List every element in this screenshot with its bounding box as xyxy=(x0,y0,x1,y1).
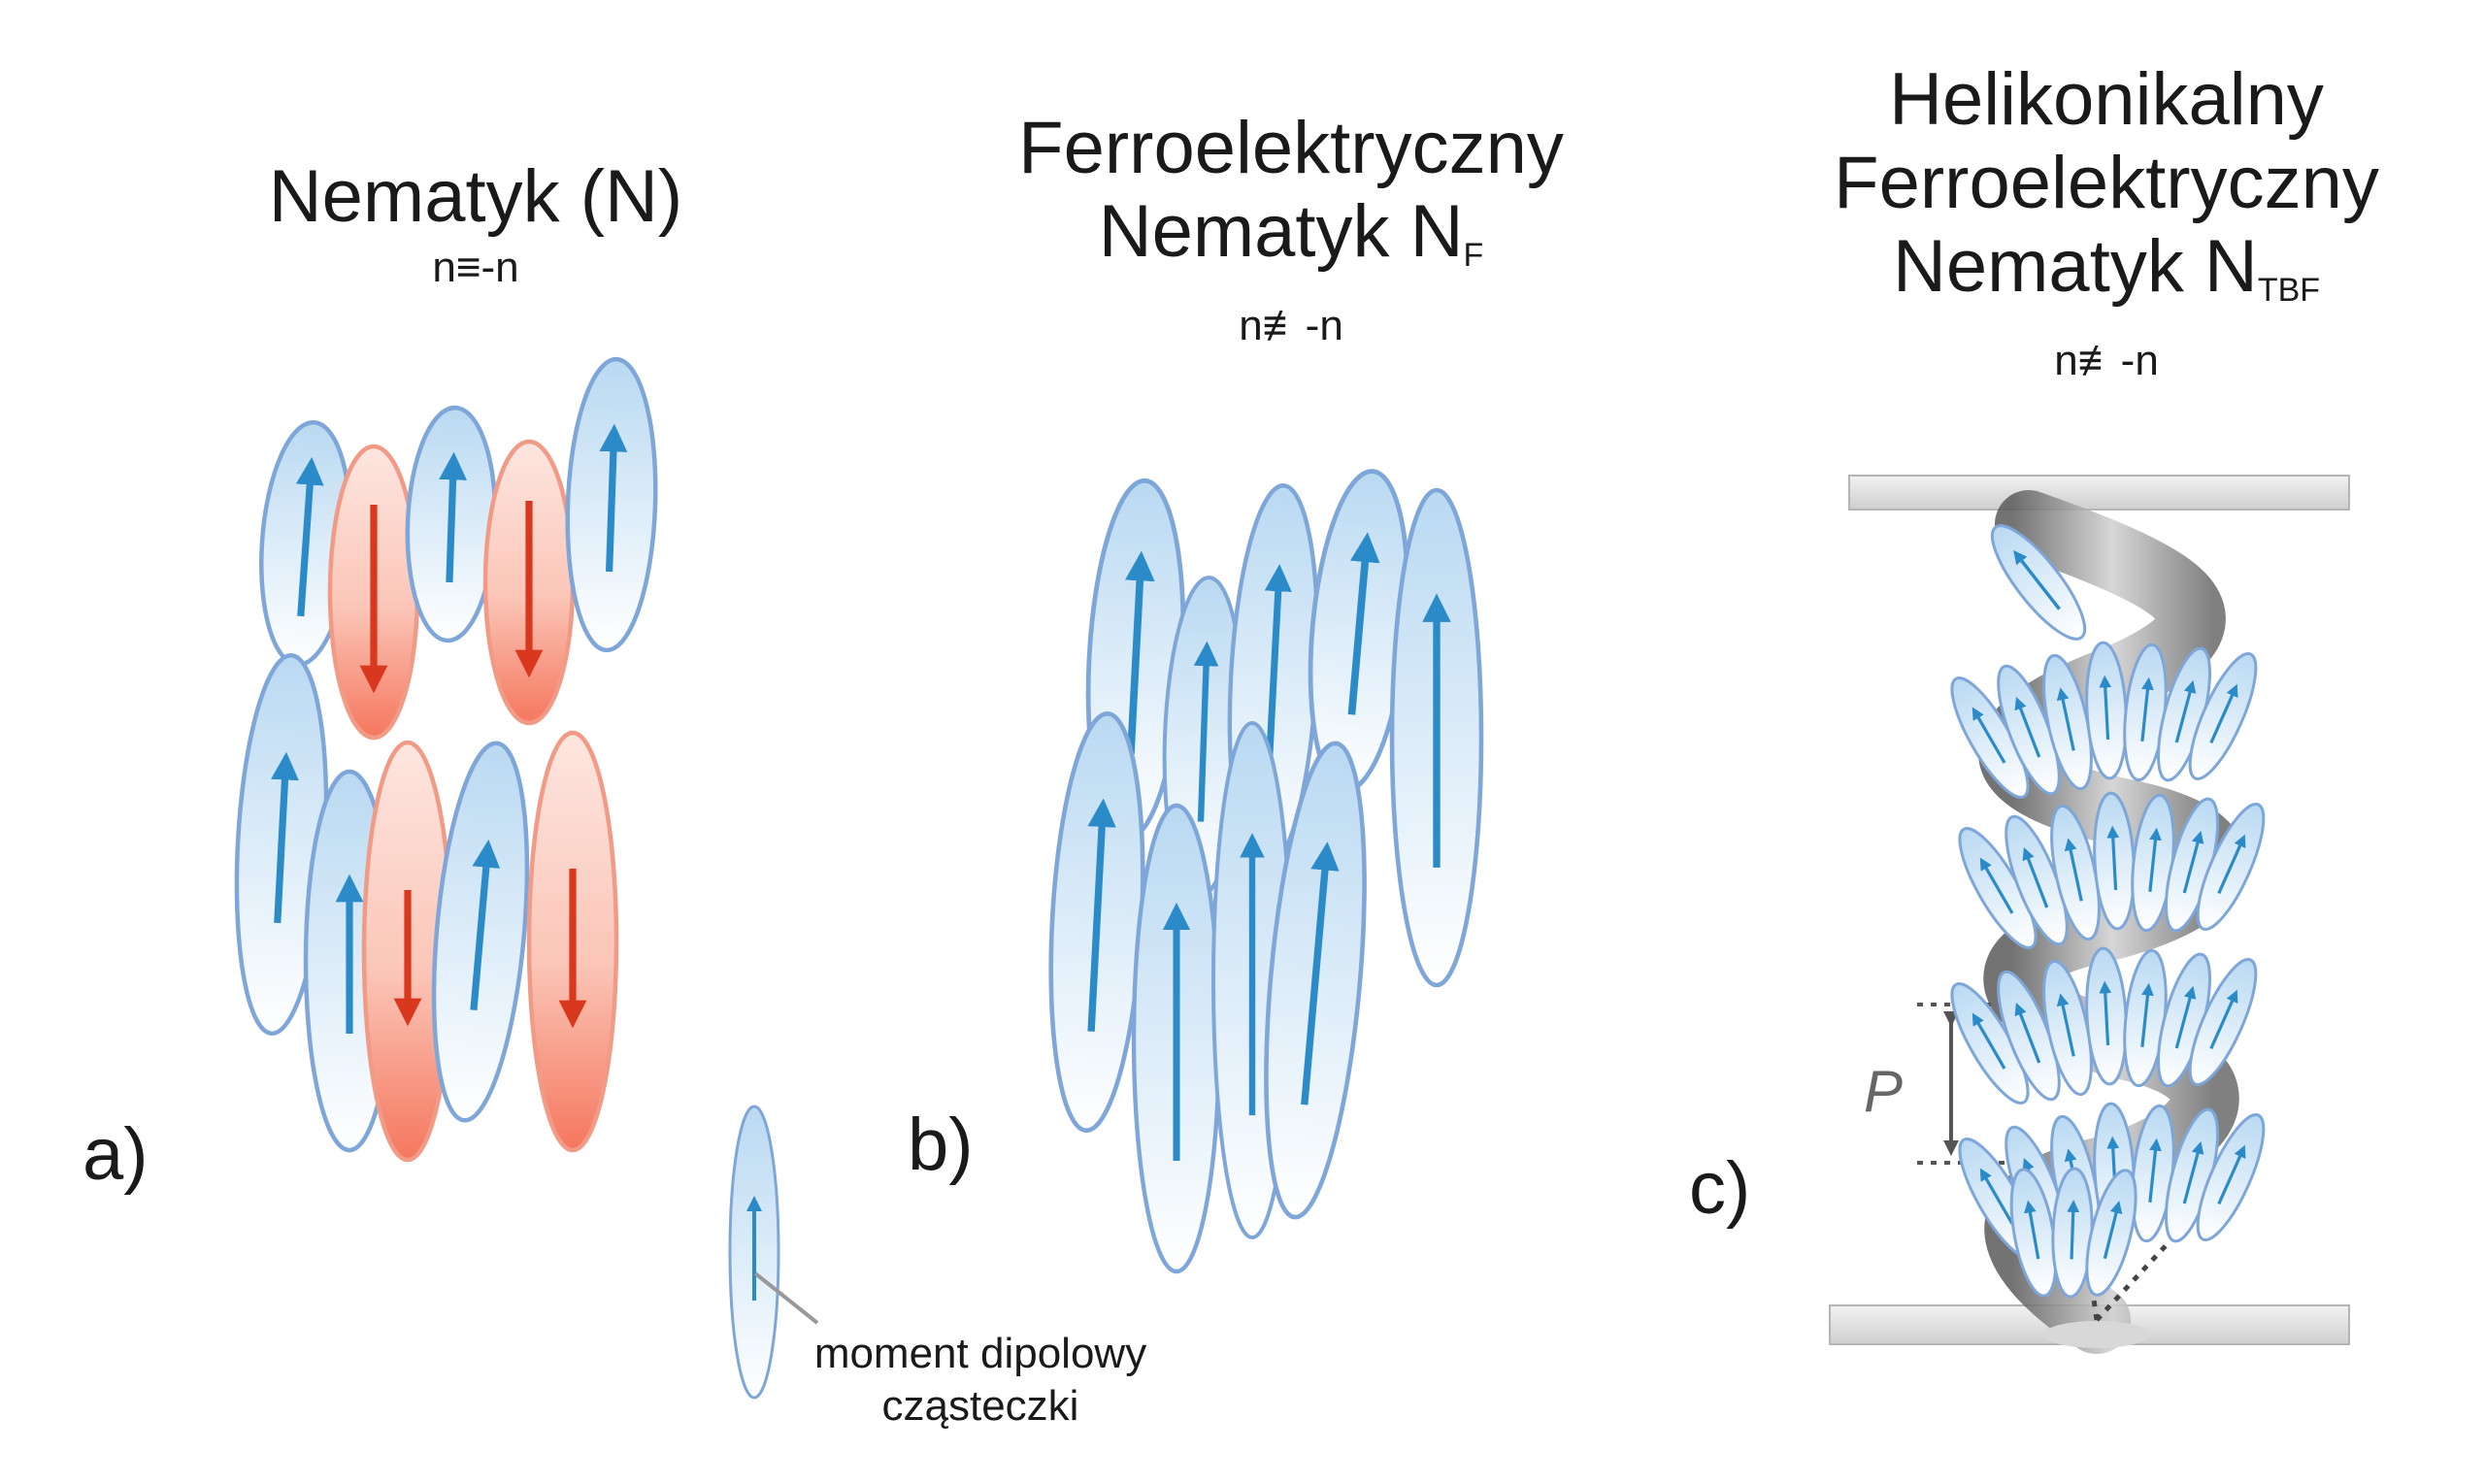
dipole-arrow xyxy=(2024,1200,2040,1260)
panel-a-title-line-1: Nematyk (N) xyxy=(268,155,683,238)
panel-c-title: Helikonikalny Ferroelektryczny Nematyk N… xyxy=(1728,58,2485,386)
dipole-arrow xyxy=(599,423,628,573)
molecule-a-9 xyxy=(431,741,530,1123)
molecule-b-9 xyxy=(1264,741,1367,1220)
molecule-c-1-4 xyxy=(2085,641,2128,780)
dipole-arrow xyxy=(2209,683,2238,744)
dipole-arrow xyxy=(2103,1201,2123,1260)
dipole-arrow xyxy=(2174,985,2197,1049)
panel-a-label: a) xyxy=(83,1113,149,1196)
dipole-arrow xyxy=(2067,1200,2080,1260)
molecules-layer xyxy=(234,356,2266,1400)
dipole-arrow xyxy=(1971,1012,2006,1070)
dipole-arrow xyxy=(2217,834,2246,895)
molecule-b-5 xyxy=(1389,487,1484,988)
molecule-c-4-5 xyxy=(2131,1104,2175,1243)
dipole-arrow xyxy=(2140,676,2154,742)
molecule-c-1-2 xyxy=(1997,664,2061,796)
dipole-arrow xyxy=(1979,857,2014,914)
panel-b-title: Ferroelektryczny Nematyk NF n≢-n xyxy=(942,107,1640,351)
dipole-arrow xyxy=(2148,1138,2162,1204)
molecule-c-5-3 xyxy=(2085,1169,2137,1297)
molecule-legend xyxy=(728,1105,780,1400)
dipole-arrow xyxy=(2099,675,2112,741)
dipole-leader-line xyxy=(753,1271,819,1325)
dipole-arrow xyxy=(1193,641,1219,822)
panel-b-title-line-2: Nematyk NF xyxy=(1098,190,1484,274)
dipole-arrow xyxy=(2056,993,2075,1057)
dipole-arrow xyxy=(2014,697,2041,758)
dipole-arrow xyxy=(2209,989,2238,1050)
dipole-arrow xyxy=(1979,1168,2014,1225)
dipole-arrow xyxy=(2056,687,2075,751)
dipole-arrow xyxy=(1347,532,1380,715)
panel-b-relation: n≢-n xyxy=(1239,302,1343,349)
top-plate xyxy=(1848,475,2350,511)
molecule-a-8 xyxy=(361,740,454,1163)
panel-b-label: b) xyxy=(908,1104,974,1186)
dipole-arrow xyxy=(2140,982,2154,1048)
molecule-a-2 xyxy=(327,444,420,741)
dipole-arrow xyxy=(2064,838,2083,902)
dipole-arrow xyxy=(271,751,299,924)
panel-c-title-line-3: Nematyk NTBF xyxy=(1892,225,2321,309)
dipole-arrow xyxy=(1124,550,1155,755)
base-spot xyxy=(2043,1321,2150,1348)
dipole-caption-line-1: moment dipolowy xyxy=(813,1330,1147,1377)
dipole-arrow xyxy=(2106,825,2120,891)
panel-a-relation: n≡-n xyxy=(432,244,519,291)
molecule-b-7 xyxy=(1131,803,1222,1274)
molecule-c-2-7 xyxy=(2196,803,2266,931)
panel-c-relation: n≢-n xyxy=(2054,337,2159,384)
dipole-arrow xyxy=(439,451,467,583)
dipole-arrow xyxy=(2182,1140,2204,1204)
molecule-c-3-7 xyxy=(2188,958,2258,1086)
dipole-arrow xyxy=(1301,841,1340,1105)
dipole-caption-line-2: cząsteczki xyxy=(881,1382,1079,1430)
dipole-arrow xyxy=(295,456,324,617)
molecule-c-3-5 xyxy=(2123,948,2168,1088)
molecule-c-1-7 xyxy=(2188,652,2258,780)
panel-b-title-line-1: Ferroelektryczny xyxy=(1018,107,1564,189)
panel-c-title-line-1: Helikonikalny xyxy=(1889,58,2324,141)
dipole-arrow xyxy=(2182,830,2204,894)
panel-c-title-subscript: TBF xyxy=(2257,272,2321,309)
dipole-arrow xyxy=(2217,1144,2246,1205)
molecule-a-10 xyxy=(526,730,619,1153)
dipole-arrow xyxy=(470,839,501,1011)
panel-c-title-line-2: Ferroelektryczny xyxy=(1834,142,2379,224)
molecule-c-top xyxy=(1990,524,2087,641)
dipole-arrow xyxy=(1971,707,2006,764)
dipole-arrow xyxy=(2013,549,2061,610)
panel-a-title: Nematyk (N) n≡-n xyxy=(184,155,767,293)
dipole-arrow xyxy=(2022,847,2049,908)
dipole-caption: moment dipolowy cząsteczki xyxy=(767,1328,1194,1433)
dipole-arrow xyxy=(2174,679,2197,743)
dipole-arrow xyxy=(1087,798,1116,1032)
molecule-c-4-7 xyxy=(2196,1113,2266,1241)
dipole-arrow xyxy=(2148,827,2162,893)
molecule-a-4 xyxy=(482,439,576,726)
panel-b-title-subscript: F xyxy=(1463,237,1484,274)
dipole-arrow xyxy=(2014,1003,2041,1064)
molecule-a-5 xyxy=(565,356,658,653)
molecule-c-1-5 xyxy=(2123,643,2168,782)
molecule-c-2-5 xyxy=(2131,793,2175,933)
dipole-arrow xyxy=(2099,980,2112,1046)
pitch-label: P xyxy=(1864,1059,1904,1124)
panel-c-label: c) xyxy=(1689,1147,1751,1230)
